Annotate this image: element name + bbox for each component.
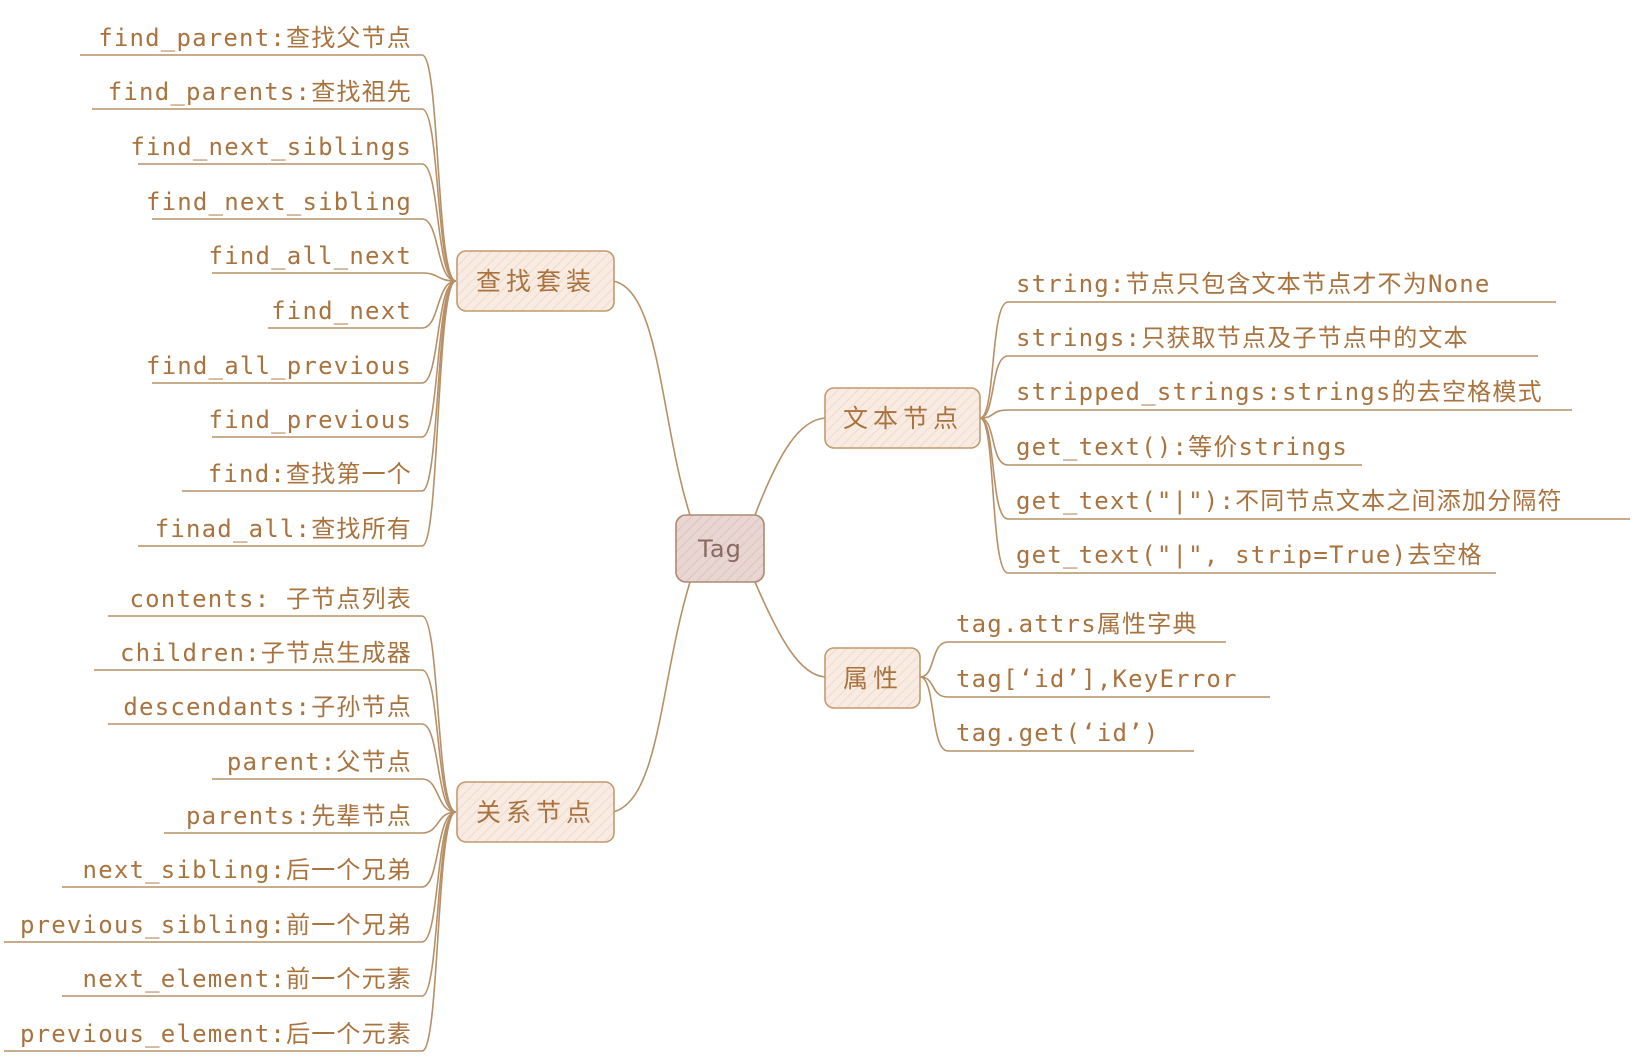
svg-text:next_sibling:后一个兄弟: next_sibling:后一个兄弟	[83, 856, 412, 884]
branch-attributes[interactable]: 属性	[824, 647, 921, 709]
leaf-text-4[interactable]: get_text("|"):不同节点文本之间添加分隔符	[979, 417, 1630, 520]
leaf-text-1[interactable]: strings:只获取节点及子节点中的文本	[979, 324, 1538, 419]
leaf-text-2[interactable]: stripped_strings:strings的去空格模式	[979, 378, 1572, 419]
branch-relation-nodes-label: 关系节点	[476, 798, 596, 827]
svg-text:previous_element:后一个元素: previous_element:后一个元素	[20, 1020, 412, 1048]
svg-text:find_all_next: find_all_next	[209, 242, 412, 270]
svg-text:contents: 子节点列表: contents: 子节点列表	[130, 585, 413, 613]
branch-find-suite-label: 查找套装	[476, 267, 596, 296]
edge-root-relation-nodes	[612, 581, 691, 813]
leaf-relation-2[interactable]: descendants:子孙节点	[108, 693, 457, 813]
svg-text:next_element:前一个元素: next_element:前一个元素	[83, 965, 412, 993]
svg-text:tag[‘id’],KeyError: tag[‘id’],KeyError	[956, 665, 1238, 693]
leaf-text-3[interactable]: get_text():等价strings	[979, 417, 1362, 466]
root-node[interactable]: Tag	[675, 514, 765, 583]
svg-text:descendants:子孙节点: descendants:子孙节点	[123, 693, 412, 721]
leaf-find-0[interactable]: find_parent:查找父节点	[80, 24, 457, 282]
leaf-relation-5[interactable]: next_sibling:后一个兄弟	[62, 811, 457, 888]
leaf-find-7[interactable]: find_previous	[209, 280, 457, 438]
svg-text:find:查找第一个: find:查找第一个	[208, 460, 412, 488]
leaf-relation-0[interactable]: contents: 子节点列表	[108, 585, 457, 813]
branch-find-suite[interactable]: 查找套装	[456, 250, 615, 312]
leaf-attr-1[interactable]: tag[‘id’],KeyError	[919, 665, 1270, 698]
svg-text:stripped_strings:strings的去空格模式: stripped_strings:strings的去空格模式	[1016, 378, 1543, 406]
leaf-text-5[interactable]: get_text("|", strip=True)去空格	[979, 417, 1496, 574]
edge-root-find-suite	[612, 280, 691, 516]
leaf-relation-1[interactable]: children:子节点生成器	[94, 639, 457, 813]
leaf-text-0[interactable]: string:节点只包含文本节点才不为None	[979, 270, 1556, 419]
svg-text:find_parents:查找祖先: find_parents:查找祖先	[108, 78, 412, 106]
leaf-relation-8[interactable]: previous_element:后一个元素	[4, 811, 457, 1052]
svg-text:get_text("|"):不同节点文本之间添加分隔符: get_text("|"):不同节点文本之间添加分隔符	[1016, 487, 1563, 515]
svg-text:strings:只获取节点及子节点中的文本: strings:只获取节点及子节点中的文本	[1016, 324, 1469, 352]
leaf-relation-7[interactable]: next_element:前一个元素	[62, 811, 457, 997]
svg-text:tag.attrs属性字典: tag.attrs属性字典	[956, 610, 1198, 638]
svg-text:find_previous: find_previous	[209, 406, 412, 434]
svg-text:parents:先辈节点: parents:先辈节点	[186, 802, 412, 830]
leaf-find-5[interactable]: find_next	[268, 280, 457, 329]
leaf-attr-0[interactable]: tag.attrs属性字典	[919, 610, 1226, 678]
leaf-find-2[interactable]: find_next_siblings	[130, 133, 457, 282]
svg-text:find_next_sibling: find_next_sibling	[146, 188, 412, 216]
svg-text:children:子节点生成器: children:子节点生成器	[120, 639, 412, 667]
leaf-attr-2[interactable]: tag.get(‘id’)	[919, 676, 1194, 752]
svg-text:finad_all:查找所有: finad_all:查找所有	[155, 515, 412, 543]
leaf-find-4[interactable]: find_all_next	[209, 242, 457, 282]
branch-text-nodes-label: 文本节点	[843, 404, 963, 433]
leaf-relation-3[interactable]: parent:父节点	[212, 748, 457, 813]
branch-text-nodes[interactable]: 文本节点	[824, 387, 981, 449]
leaf-find-3[interactable]: find_next_sibling	[146, 188, 457, 282]
leaf-find-1[interactable]: find_parents:查找祖先	[92, 78, 457, 282]
edge-root-attributes	[754, 581, 826, 678]
branch-relation-nodes[interactable]: 关系节点	[456, 781, 615, 843]
svg-text:parent:父节点: parent:父节点	[227, 748, 412, 776]
edge-root-text-nodes	[754, 417, 826, 516]
leaf-find-9[interactable]: finad_all:查找所有	[138, 280, 457, 547]
leaf-find-6[interactable]: find_all_previous	[146, 280, 457, 384]
branch-attributes-label: 属性	[843, 664, 903, 693]
svg-text:find_parent:查找父节点: find_parent:查找父节点	[98, 24, 412, 52]
svg-text:string:节点只包含文本节点才不为None: string:节点只包含文本节点才不为None	[1016, 270, 1491, 298]
leaf-find-8[interactable]: find:查找第一个	[182, 280, 457, 492]
svg-text:tag.get(‘id’): tag.get(‘id’)	[956, 719, 1159, 747]
svg-text:find_next: find_next	[271, 297, 412, 325]
svg-text:get_text():等价strings: get_text():等价strings	[1016, 433, 1348, 461]
svg-text:find_next_siblings: find_next_siblings	[130, 133, 412, 161]
root-node-label: Tag	[697, 535, 742, 563]
leaf-relation-4[interactable]: parents:先辈节点	[164, 802, 457, 834]
svg-text:get_text("|", strip=True)去空格: get_text("|", strip=True)去空格	[1016, 541, 1483, 569]
svg-text:find_all_previous: find_all_previous	[146, 352, 412, 380]
svg-text:previous_sibling:前一个兄弟: previous_sibling:前一个兄弟	[20, 911, 412, 939]
